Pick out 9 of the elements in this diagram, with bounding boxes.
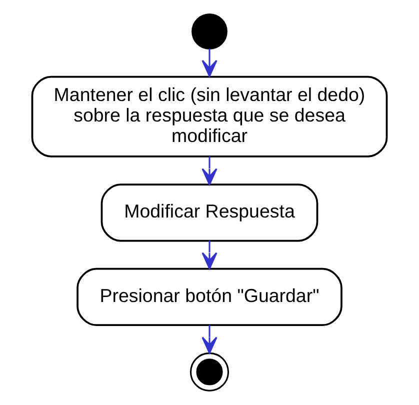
- node-box: Modificar Respuesta: [100, 184, 318, 242]
- arrow: [202, 325, 218, 354]
- node-box: Presionar botón "Guardar": [76, 268, 342, 326]
- node-circle: [192, 14, 228, 50]
- node-box: Mantener el clic (sin levantar el dedo) sobre la respuesta que se desea modificar: [31, 76, 388, 158]
- arrow: [202, 48, 218, 77]
- arrow: [202, 156, 218, 186]
- node-bullseye: [190, 352, 230, 392]
- arrow: [202, 240, 218, 270]
